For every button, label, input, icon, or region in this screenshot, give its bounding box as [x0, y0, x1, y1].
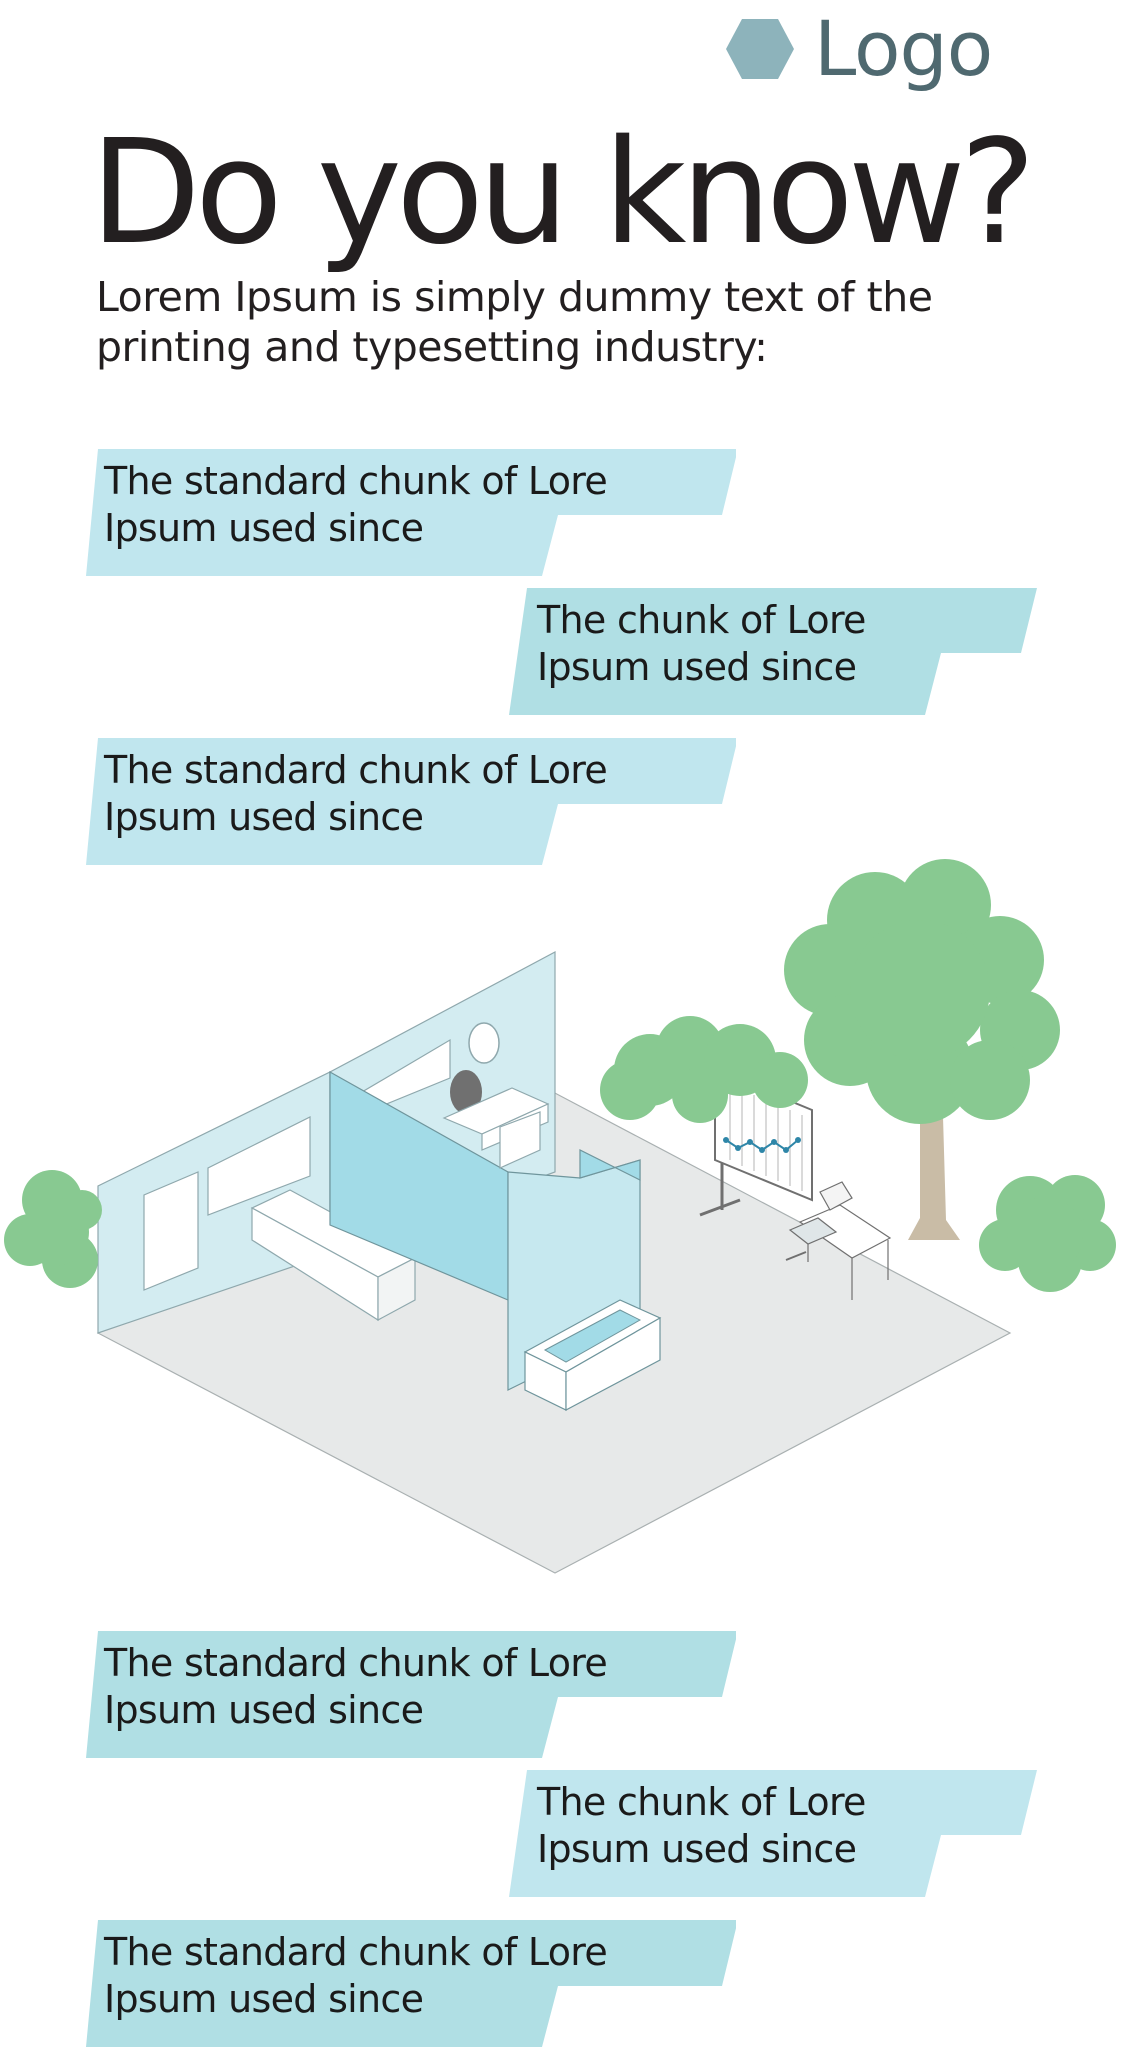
ribbon-shape — [86, 1920, 736, 2047]
ribbon-shape — [509, 1770, 1037, 1897]
ribbon-line: Ipsum used since — [537, 645, 857, 689]
ribbon-line: The standard chunk of Lore — [104, 748, 608, 792]
info-ribbon: The chunk of Lore Ipsum used since — [509, 1770, 1125, 1897]
ribbon-shape — [509, 588, 1037, 715]
ribbon-shape — [86, 738, 736, 865]
hexagon-icon — [726, 19, 794, 79]
ribbon-line: The standard chunk of Lore — [104, 1641, 608, 1685]
office-room-illustration — [4, 859, 1116, 1574]
ribbon-line: Ipsum used since — [104, 795, 424, 839]
person-icon — [450, 1070, 482, 1114]
bush-icon — [979, 1175, 1116, 1292]
ribbon-line: The chunk of Lore — [537, 598, 866, 642]
ribbon-line: The standard chunk of Lore — [104, 459, 608, 503]
ribbon-line: Ipsum used since — [537, 1827, 857, 1871]
info-ribbon: The standard chunk of Lore Ipsum used si… — [86, 738, 736, 865]
ribbon-line: Ipsum used since — [104, 1688, 424, 1732]
logo: Logo — [724, 4, 993, 93]
ribbon-line: The chunk of Lore — [537, 1780, 866, 1824]
info-ribbon: The standard chunk of Lore Ipsum used si… — [86, 1920, 736, 2047]
info-ribbon: The chunk of Lore Ipsum used since — [509, 588, 1125, 715]
info-ribbon: The standard chunk of Lore Ipsum used si… — [86, 449, 736, 576]
clock-icon — [468, 1022, 500, 1064]
bush-icon — [600, 1016, 808, 1123]
window — [207, 1116, 311, 1216]
page-title: Do you know? — [90, 108, 1036, 276]
page-subtitle: Lorem Ipsum is simply dummy text of the … — [96, 272, 1036, 372]
subtitle-line: printing and typesetting industry: — [96, 323, 768, 371]
desk-icon — [785, 1181, 892, 1300]
ribbon-line: The standard chunk of Lore — [104, 1930, 608, 1974]
door — [143, 1171, 199, 1291]
sofa-icon — [523, 1299, 662, 1411]
ribbon-shape — [86, 1631, 736, 1758]
ribbon-line: Ipsum used since — [104, 1977, 424, 2021]
info-ribbon: The standard chunk of Lore Ipsum used si… — [86, 1631, 736, 1758]
ribbon-line: Ipsum used since — [104, 506, 424, 550]
bush-icon — [4, 1170, 102, 1288]
tree-icon — [784, 859, 1060, 1240]
logo-text: Logo — [814, 4, 993, 93]
subtitle-line: Lorem Ipsum is simply dummy text of the — [96, 273, 933, 321]
ribbon-shape — [86, 449, 736, 576]
